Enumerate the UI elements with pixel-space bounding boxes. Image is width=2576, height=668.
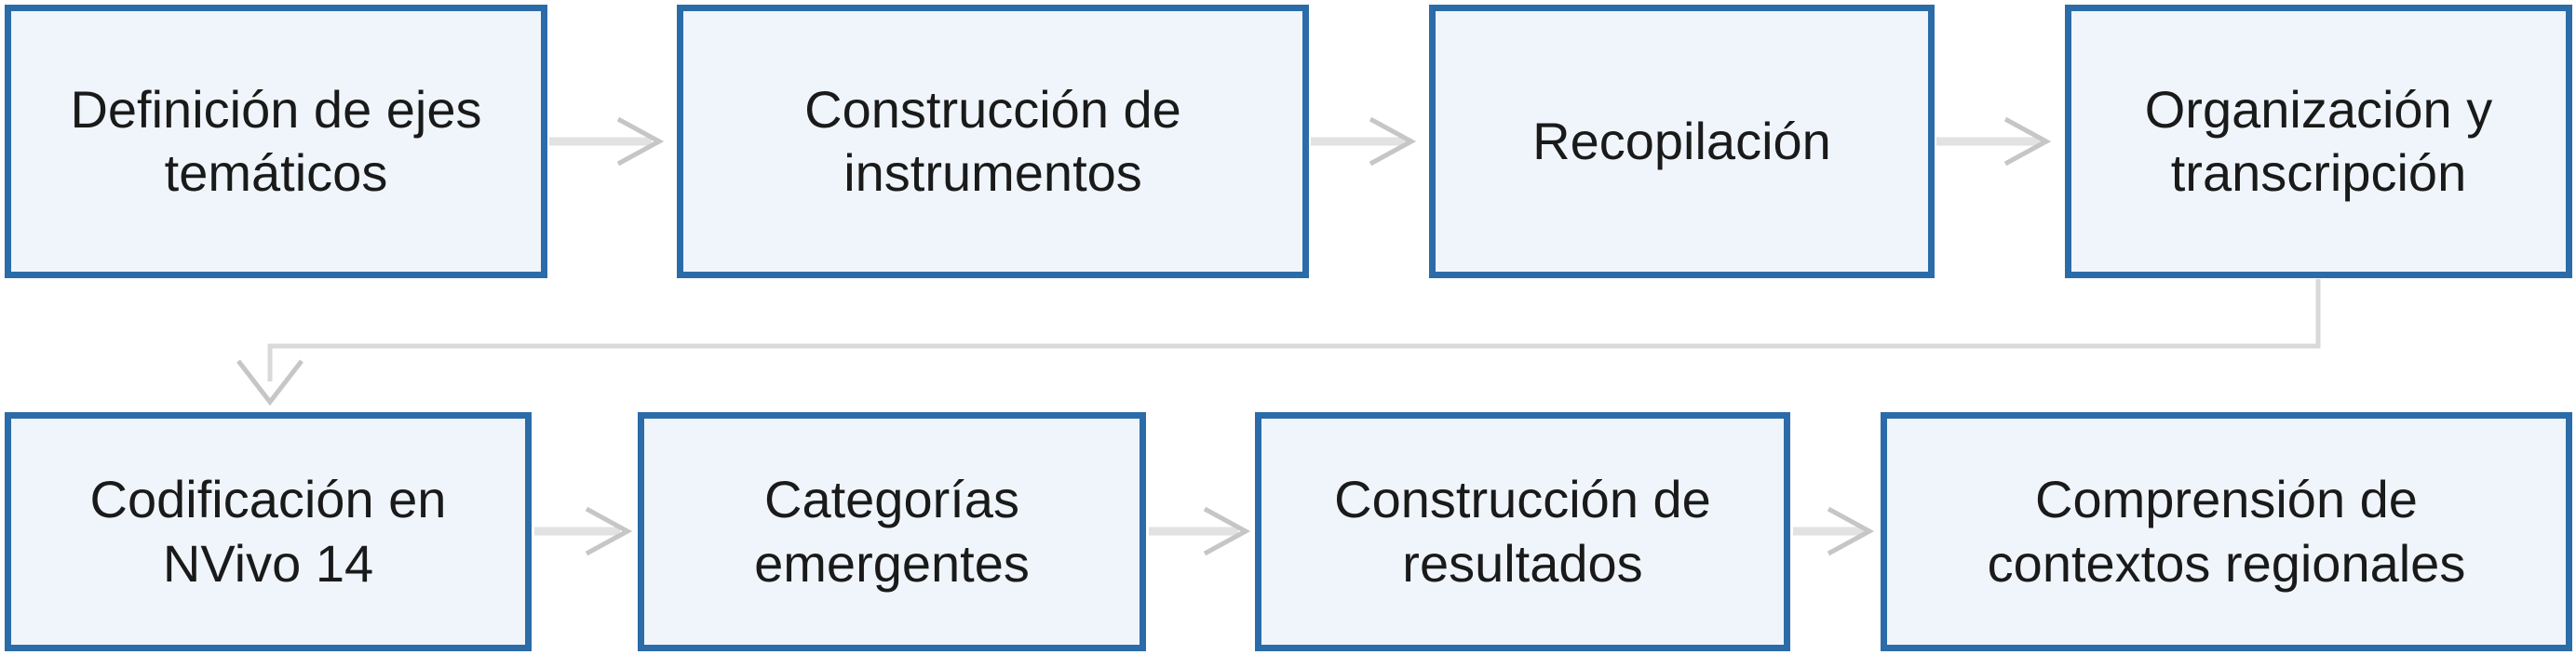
arrow-step7-to-step8 <box>1793 506 1875 556</box>
flow-step-label: Recopilación <box>1532 111 1831 170</box>
flow-step-label: Comprensión de contextos regionales <box>1987 470 2466 593</box>
arrow-step3-to-step4 <box>1936 116 2052 167</box>
arrowhead-down-icon <box>236 359 303 407</box>
arrowhead-right-icon <box>1369 116 1417 167</box>
flow-step-definicion-ejes-tematicos: Definición de ejes temáticos <box>5 5 547 278</box>
flow-step-comprension-contextos-regionales: Comprensión de contextos regionales <box>1881 412 2572 651</box>
flow-step-label: Construcción de instrumentos <box>804 79 1181 202</box>
flow-step-label: Categorías emergentes <box>754 470 1030 593</box>
arrow-step6-to-step7 <box>1149 506 1251 556</box>
flow-step-construccion-instrumentos: Construcción de instrumentos <box>677 5 1309 278</box>
flow-step-label: Organización y transcripción <box>2144 79 2493 202</box>
arrow-step1-to-step2 <box>549 116 665 167</box>
flow-step-label: Definición de ejes temáticos <box>70 79 482 202</box>
flow-step-categorias-emergentes: Categorías emergentes <box>638 412 1146 651</box>
arrowhead-right-icon <box>585 506 633 556</box>
arrowhead-right-icon <box>2003 116 2052 167</box>
flow-step-codificacion-nvivo14: Codificación en NVivo 14 <box>5 412 532 651</box>
arrowhead-right-icon <box>1827 506 1875 556</box>
flow-step-organizacion-transcripcion: Organización y transcripción <box>2065 5 2572 278</box>
flow-step-recopilacion: Recopilación <box>1429 5 1935 278</box>
arrowhead-right-icon <box>1203 506 1251 556</box>
elbow-connector-step4-to-step5 <box>236 279 2321 407</box>
arrow-step2-to-step3 <box>1311 116 1417 167</box>
flow-step-label: Construcción de resultados <box>1334 470 1711 593</box>
flow-step-label: Codificación en NVivo 14 <box>89 470 447 593</box>
arrowhead-right-icon <box>616 116 665 167</box>
flow-step-construccion-resultados: Construcción de resultados <box>1255 412 1790 651</box>
arrow-step5-to-step6 <box>534 506 633 556</box>
